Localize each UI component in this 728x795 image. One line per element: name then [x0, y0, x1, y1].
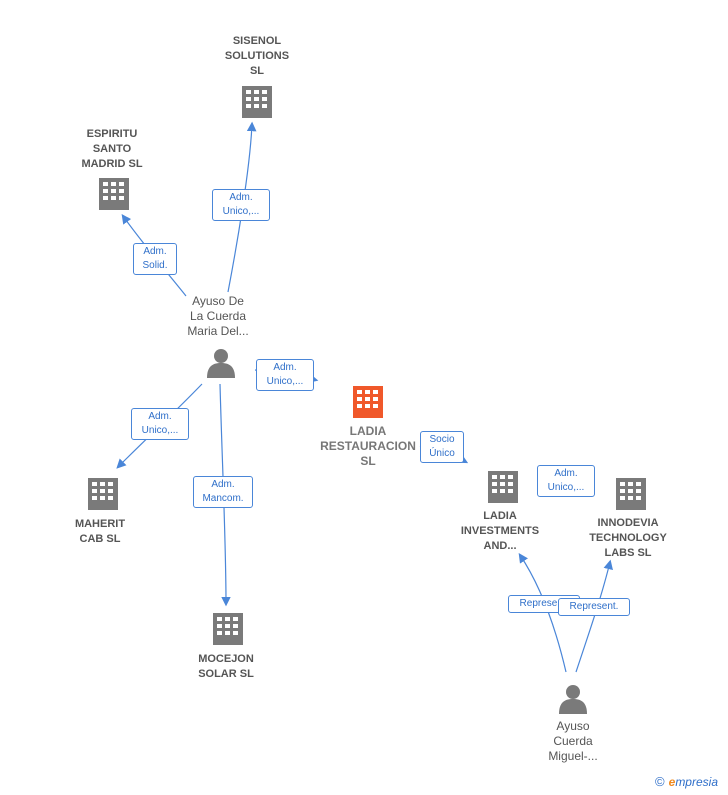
node-sisenol-label[interactable]: SISENOL SOLUTIONS SL: [224, 35, 290, 77]
building-icon: [488, 471, 518, 503]
building-icon: [242, 86, 272, 118]
node-mocejon-label[interactable]: MOCEJON SOLAR SL: [198, 653, 254, 680]
node-ayuso-maria-label[interactable]: Ayuso De La Cuerda Maria Del...: [187, 294, 249, 338]
node-espiritu-label[interactable]: ESPIRITU SANTO MADRID SL: [81, 128, 143, 170]
brand-logo: ©empresia: [655, 774, 718, 789]
building-icon: [213, 613, 243, 645]
edge-label-ladia-inv[interactable]: Socio Único: [420, 431, 464, 463]
building-icon: [88, 478, 118, 510]
edge-miguel-innodevia: [575, 559, 613, 673]
edge-label-mocejon[interactable]: Adm. Mancom.: [193, 476, 253, 508]
node-ladia-investments-label[interactable]: LADIA INVESTMENTS AND...: [460, 510, 540, 552]
node-ladia-restauracion-label[interactable]: LADIA RESTAURACION SL: [320, 424, 416, 468]
edge-label-espiritu[interactable]: Adm. Solid.: [133, 243, 177, 275]
node-ayuso-miguel-label[interactable]: Ayuso Cuerda Miguel-...: [548, 719, 598, 763]
edge-label-ladia-rest[interactable]: Adm. Unico,...: [256, 359, 314, 391]
node-innodevia-label[interactable]: INNODEVIA TECHNOLOGY LABS SL: [589, 517, 667, 559]
edge-label-sisenol[interactable]: Adm. Unico,...: [212, 189, 270, 221]
person-icon: [559, 685, 587, 714]
edge-label-maherit[interactable]: Adm. Unico,...: [131, 408, 189, 440]
person-icon: [207, 349, 235, 378]
edge-label-innodevia[interactable]: Adm. Unico,...: [537, 465, 595, 497]
building-icon-main: [353, 386, 383, 418]
node-maherit-label[interactable]: MAHERIT CAB SL: [74, 518, 126, 545]
building-icon: [99, 178, 129, 210]
copyright-icon: ©: [655, 774, 665, 789]
building-icon: [616, 478, 646, 510]
edge-label-miguel-innodevia[interactable]: Represent.: [558, 598, 630, 616]
